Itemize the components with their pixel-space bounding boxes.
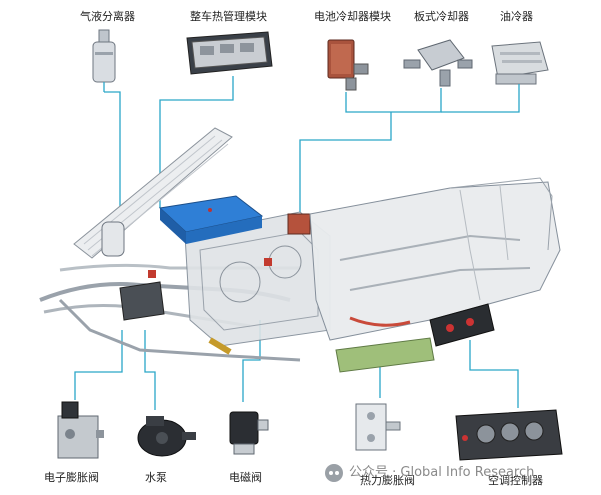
label-electronic-expansion-valve: 电子膨胀阀 (44, 471, 99, 484)
oil-cooler-icon (491, 41, 549, 85)
label-vehicle-thermal-module: 整车热管理模块 (190, 10, 267, 23)
water-pump-icon (137, 416, 196, 457)
label-thermal-expansion-valve: 热力膨胀阀 (360, 474, 415, 487)
electronic-expansion-valve-icon (57, 401, 104, 459)
vehicle-assembly (39, 127, 561, 373)
wechat-icon (325, 463, 343, 482)
gas-liquid-separator-icon (92, 29, 116, 83)
watermark: 公众号 · Global Info Research (325, 461, 595, 483)
watermark-name: Global Info Research (400, 465, 535, 480)
vehicle-thermal-module-icon (186, 31, 273, 75)
label-plate-chiller: 板式冷却器 (414, 10, 469, 23)
battery-chiller-module-icon (327, 39, 369, 91)
solenoid-valve-icon (229, 411, 269, 455)
watermark-prefix: 公众号 · (349, 465, 401, 480)
label-solenoid-valve: 电磁阀 (229, 471, 262, 484)
ac-controller-icon (455, 409, 563, 461)
plate-chiller-icon (403, 39, 473, 87)
label-water-pump: 水泵 (145, 471, 167, 484)
label-gas-liquid-separator: 气液分离器 (80, 10, 135, 23)
thermal-expansion-valve-icon (355, 403, 401, 451)
label-battery-chiller-module: 电池冷却器模块 (314, 10, 391, 23)
label-oil-cooler: 油冷器 (500, 10, 533, 23)
label-ac-controller: 空调控制器 (488, 474, 543, 487)
